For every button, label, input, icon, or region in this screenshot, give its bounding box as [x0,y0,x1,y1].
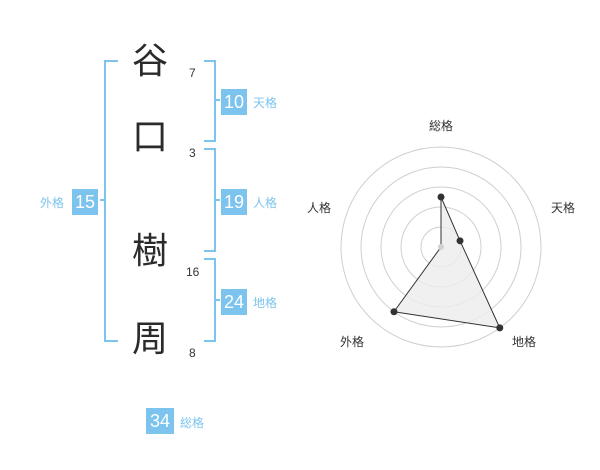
chikaku-label: 地格 [253,296,278,310]
gaikaku-label: 外格 [40,196,65,210]
radar-axis-label: 人格 [307,200,331,215]
tenkaku-connector [214,99,220,101]
radar-axis-label: 総格 [429,118,453,133]
radar-axis-label: 外格 [340,334,364,349]
name-char-2: 口 [131,117,168,158]
jinkaku-label: 人格 [253,196,278,210]
radar-data-area [393,196,501,329]
stroke-count-2: 3 [189,146,196,160]
name-char-1: 谷 [131,41,168,82]
radar-data-point [437,193,445,201]
stroke-count-4: 8 [189,346,196,360]
jinkaku-connector [214,199,220,201]
soukaku-label: 総格 [180,416,205,430]
chikaku-badge: 24 [221,289,247,315]
radar-data-point [456,237,464,245]
radar-axis-label: 地格 [512,334,536,349]
radar-data-point [496,324,504,332]
chikaku-connector [214,299,220,301]
tenkaku-label: 天格 [253,96,278,110]
name-char-4: 周 [131,319,168,360]
soukaku-badge: 34 [146,408,174,434]
radar-ring [340,146,542,348]
jinkaku-badge: 19 [221,189,247,215]
name-char-3: 樹 [131,231,168,272]
stroke-count-1: 7 [189,66,196,80]
gaikaku-connector [100,199,106,201]
radar-ring [360,166,522,328]
gaikaku-bracket [104,60,118,342]
tenkaku-bracket [204,60,216,142]
radar-center-point [438,244,444,250]
gaikaku-badge: 15 [72,189,98,215]
stroke-count-3: 16 [186,265,200,279]
radar-data-point [390,308,398,316]
tenkaku-badge: 10 [221,89,247,115]
radar-axis-label: 天格 [551,200,575,215]
